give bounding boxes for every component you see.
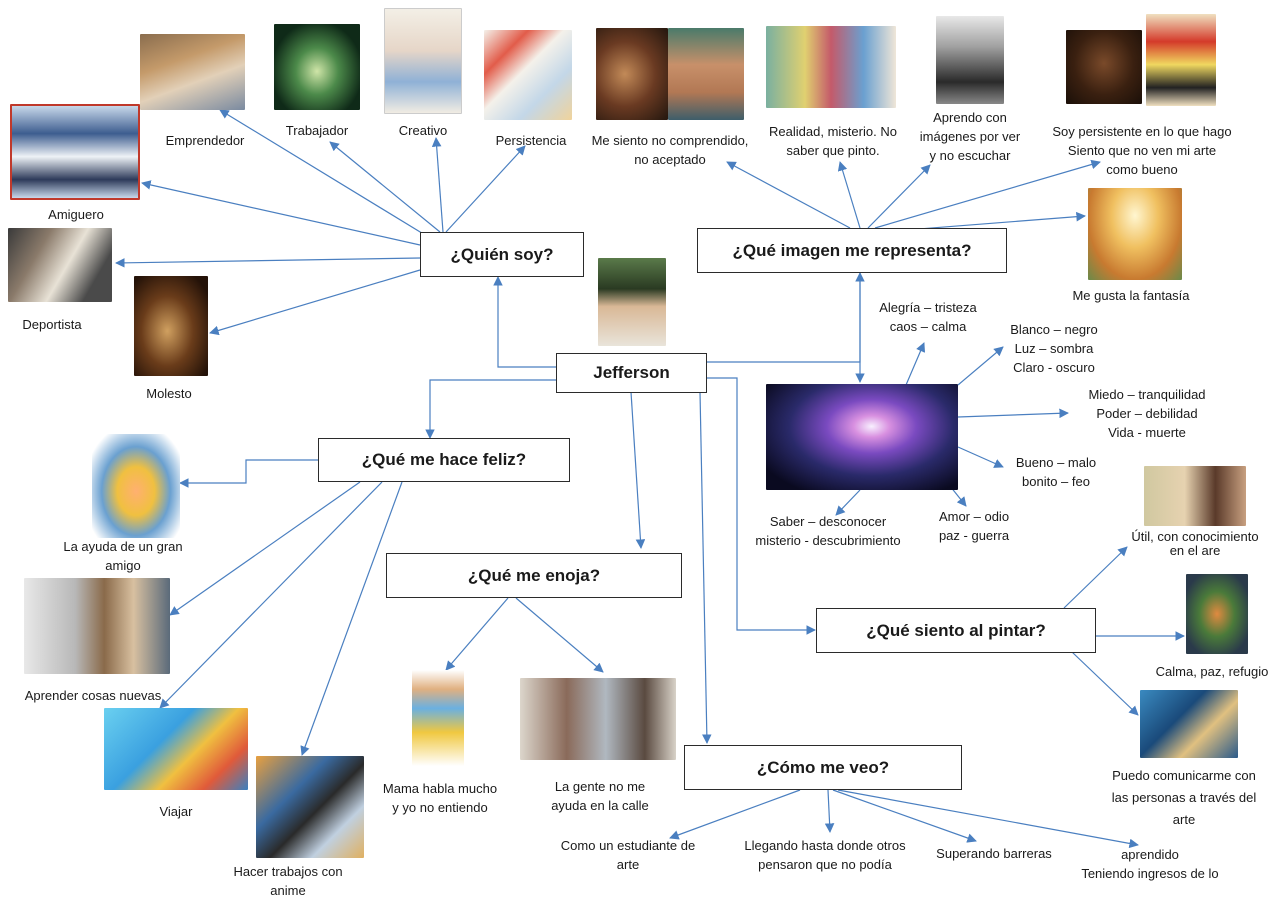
label-saber: Saber – desconocer misterio - descubrimi…	[755, 514, 901, 548]
arrow-saber	[835, 489, 861, 516]
arrow-realidad	[837, 161, 861, 229]
label-miedo: Miedo – tranquilidad Poder – debilidad V…	[1088, 387, 1206, 440]
arrow-no-comprendido	[726, 161, 851, 229]
gente-image	[520, 678, 676, 760]
arrow-blanco	[957, 346, 1004, 386]
persistencia-image	[484, 30, 572, 120]
label-superando: Superando barreras	[936, 846, 1052, 861]
arrow-center-quien	[493, 276, 556, 368]
arrow-persistencia	[219, 109, 431, 239]
arrow-comunicar	[1071, 651, 1139, 716]
emprendedor-image	[140, 34, 245, 110]
label-comunicar: Puedo comunicarme con las personas a tra…	[1111, 768, 1257, 827]
arrow-persistente	[874, 159, 1101, 229]
arrow-bueno	[957, 446, 1004, 468]
aprender-image	[24, 578, 170, 674]
ayuda-amigo-image	[92, 434, 180, 538]
arrow-ayuda	[179, 459, 318, 488]
arrow-aprendo	[867, 164, 931, 229]
label-creativo: Creativo	[398, 123, 448, 138]
arrow-llegando	[824, 789, 835, 833]
arrow-emprendedor	[329, 141, 441, 233]
label-fantasia: Me gusta la fantasía	[1072, 288, 1190, 303]
arrow-aprender	[169, 481, 361, 616]
node-que-enoja: ¿Qué me enoja?	[386, 553, 682, 598]
label-estudiante: Como un estudiante de arte	[560, 838, 696, 872]
arrow-util	[1063, 546, 1128, 609]
molesto-image	[134, 276, 208, 376]
arrow-deportista	[115, 257, 421, 268]
label-trabajador: Trabajador	[285, 123, 349, 138]
node-quien-soy: ¿Quién soy?	[420, 232, 584, 277]
amiguero-image	[10, 104, 140, 200]
arrow-estudiante	[669, 789, 801, 840]
arrow-viajar	[159, 481, 383, 709]
label-molesto: Molesto	[146, 386, 192, 401]
label-aprendo: Aprendo con imágenes por ver y no escuch…	[919, 110, 1021, 163]
util-image	[1144, 466, 1246, 526]
comunicar-image	[1140, 690, 1238, 758]
persistente-image-2	[1146, 14, 1216, 106]
no-comprendido-image-1	[596, 28, 668, 120]
arrow-anime	[300, 481, 403, 756]
aprendo-image	[936, 16, 1004, 104]
label-deportista: Deportista	[22, 317, 82, 332]
label-amiguero: Amiguero	[48, 207, 104, 222]
anime-image	[256, 756, 364, 858]
viajar-image	[104, 708, 248, 790]
label-bueno: Bueno – malo bonito – feo	[1015, 455, 1097, 489]
mama-image	[412, 670, 464, 766]
calma-image	[1186, 574, 1248, 654]
arrow-gente	[515, 597, 604, 673]
creativo-image	[384, 8, 462, 114]
arrow-center-feliz	[425, 379, 556, 439]
node-como-veo: ¿Cómo me veo?	[684, 745, 962, 790]
label-mama: Mama habla mucho y yo no entiendo	[382, 781, 498, 815]
label-anime: Hacer trabajos con anime	[233, 864, 343, 898]
arrow-center-veo	[699, 391, 712, 744]
fantasia-image	[1088, 188, 1182, 280]
label-gente: La gente no me ayuda en la calle	[551, 779, 649, 813]
label-viajar: Viajar	[159, 804, 193, 819]
arrow-superando	[832, 789, 977, 843]
label-alegria: Alegría – tristeza caos – calma	[879, 300, 977, 334]
arrow-alegria	[905, 342, 926, 386]
label-persistencia: Persistencia	[495, 133, 567, 148]
arrow-center-imagen	[707, 272, 865, 363]
arrow-center-enoja	[630, 391, 646, 549]
label-llegando: Llegando hasta donde otros pensaron que …	[744, 838, 906, 872]
node-que-feliz: ¿Qué me hace feliz?	[318, 438, 570, 482]
universo-image	[766, 384, 958, 490]
node-que-imagen: ¿Qué imagen me representa?	[697, 228, 1007, 273]
no-comprendido-image-2	[668, 28, 744, 120]
label-no-comprendido: Me siento no comprendido, no aceptado	[591, 133, 749, 167]
label-ingresos: aprendido Teniendo ingresos de lo	[1081, 847, 1219, 881]
persistente-image-1	[1066, 30, 1142, 104]
label-blanco: Blanco – negro Luz – sombra Claro - oscu…	[1010, 322, 1098, 375]
label-realidad: Realidad, misterio. No saber que pinto.	[769, 124, 897, 158]
arrow-miedo	[957, 408, 1069, 419]
arrow-molesto	[209, 269, 421, 336]
center-node: Jefferson	[556, 353, 707, 393]
label-emprendedor: Emprendedor	[165, 133, 245, 148]
trabajador-image	[274, 24, 360, 110]
label-amor: Amor – odio paz - guerra	[938, 509, 1010, 543]
jefferson-photo	[598, 258, 666, 346]
arrow-ingresos	[837, 789, 1139, 849]
label-persistente: Soy persistente en lo que hago Siento qu…	[1052, 124, 1232, 177]
node-que-siento: ¿Qué siento al pintar?	[816, 608, 1096, 653]
arrow-mama	[445, 597, 509, 671]
label-calma: Calma, paz, refugio	[1155, 664, 1269, 679]
arrow-amiguero	[141, 180, 421, 246]
arrow-creativo	[445, 145, 526, 233]
label-aprender: Aprender cosas nuevas	[24, 688, 162, 703]
arrow-trabajador	[431, 137, 444, 233]
realidad-image	[766, 26, 896, 108]
deportista-image	[8, 228, 112, 302]
label-util: Útil, con conocimiento en el are	[1131, 529, 1259, 558]
label-ayuda: La ayuda de un gran amigo	[63, 539, 183, 573]
arrow-center-siento	[707, 377, 816, 635]
